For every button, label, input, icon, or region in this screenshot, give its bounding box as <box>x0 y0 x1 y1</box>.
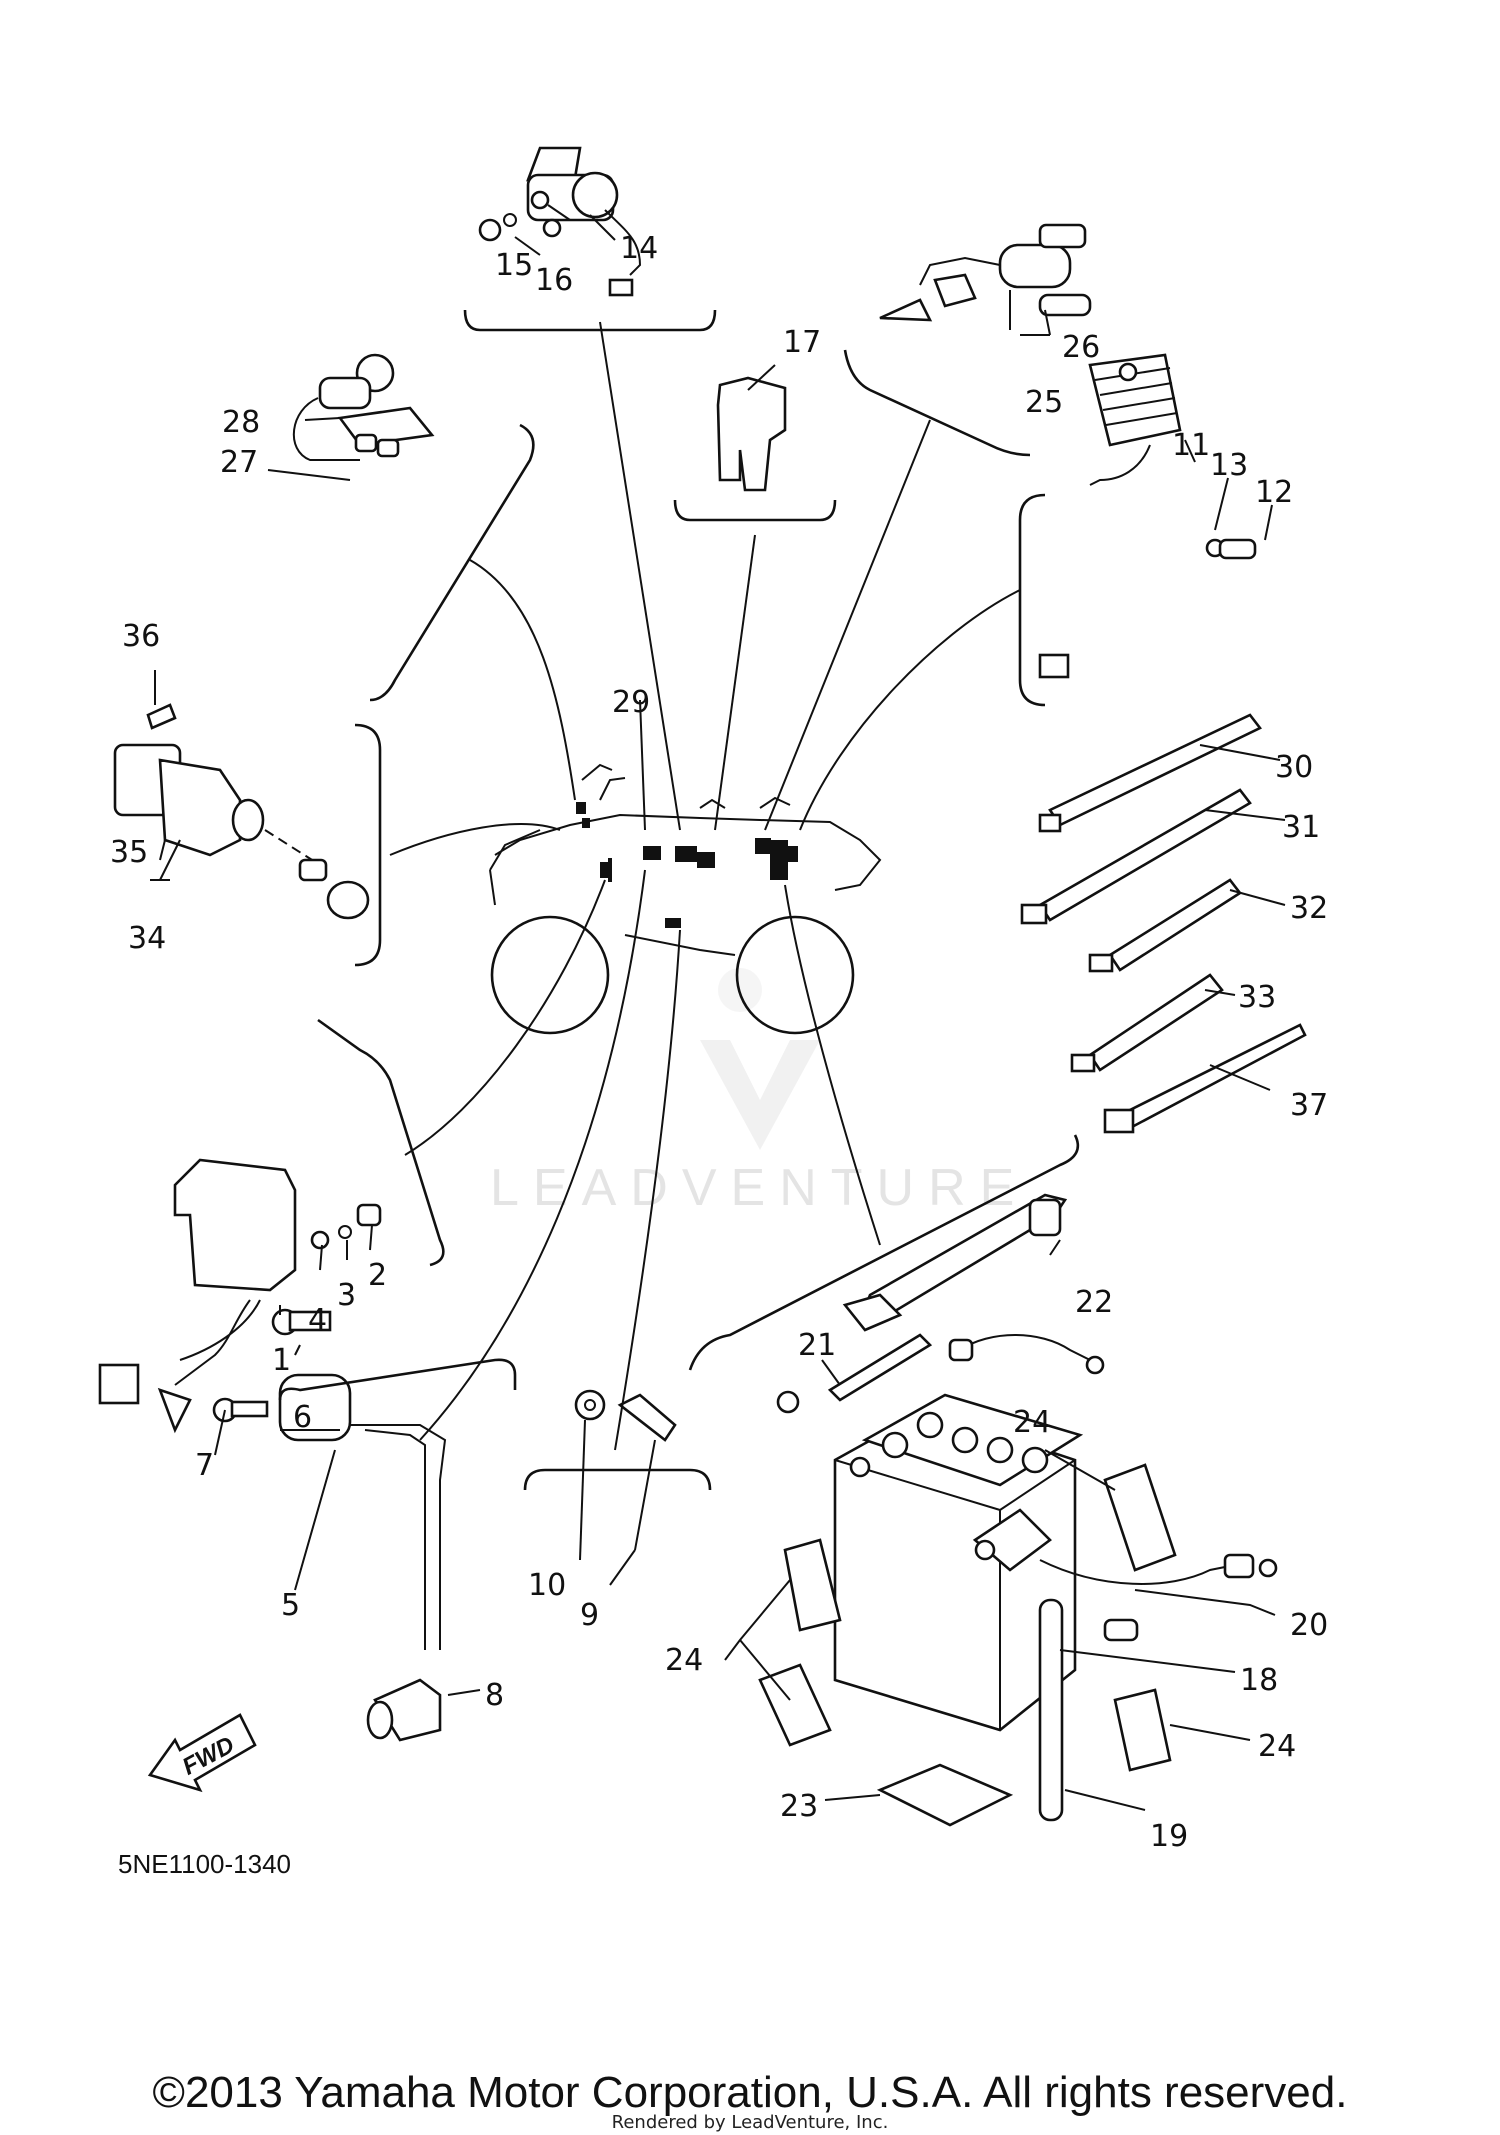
group-bracket-9 <box>523 1468 712 1491</box>
callout-24-right: 24 <box>1258 1729 1296 1764</box>
neutral-switch-part-9 <box>574 1389 677 1442</box>
switch-part-34 <box>113 703 370 920</box>
callout-31: 31 <box>1282 810 1320 845</box>
group-bracket-battery <box>688 1134 1080 1371</box>
cdi-unit-part-1 <box>98 1158 382 1434</box>
callout-20: 20 <box>1290 1608 1328 1643</box>
copyright-notice: ©2013 Yamaha Motor Corporation, U.S.A. A… <box>152 2068 1348 2117</box>
callout-25: 25 <box>1025 385 1063 420</box>
callout-8: 8 <box>485 1678 504 1713</box>
group-bracket-34 <box>354 723 382 967</box>
callout-14: 14 <box>620 231 658 266</box>
callout-6: 6 <box>293 1400 312 1435</box>
group-bracket-17 <box>673 499 837 522</box>
rectifier-part-11 <box>1038 353 1257 679</box>
callout-33: 33 <box>1238 980 1276 1015</box>
callout-32: 32 <box>1290 891 1328 926</box>
callout-23: 23 <box>780 1789 818 1824</box>
pad-part-23 <box>876 1763 1014 1827</box>
cover-part-17 <box>716 376 787 492</box>
vehicle-component-markers <box>576 763 798 928</box>
callout-26: 26 <box>1062 330 1100 365</box>
callout-1: 1 <box>272 1343 291 1378</box>
callout-37: 37 <box>1290 1088 1328 1123</box>
callout-24-top: 24 <box>1013 1405 1051 1440</box>
callout-36: 36 <box>122 619 160 654</box>
callout-3: 3 <box>337 1278 356 1313</box>
callout-18: 18 <box>1240 1663 1278 1698</box>
group-bracket-11 <box>1018 493 1046 707</box>
callout-34: 34 <box>128 921 166 956</box>
callout-15: 15 <box>495 248 533 283</box>
callout-9: 9 <box>580 1598 599 1633</box>
callout-12: 12 <box>1255 475 1293 510</box>
cable-ties <box>1020 713 1307 1134</box>
callout-7: 7 <box>195 1448 214 1483</box>
sensor-part-27 <box>292 353 435 461</box>
forward-arrow-icon <box>147 1713 257 1793</box>
starter-relay-part-25 <box>879 223 1092 322</box>
callout-16: 16 <box>535 263 573 298</box>
battery-part-18 <box>833 1393 1084 1732</box>
callout-35: 35 <box>110 835 148 870</box>
group-bracket-1 <box>317 1018 445 1267</box>
callout-29: 29 <box>612 685 650 720</box>
relay-part-5 <box>212 1308 447 1742</box>
callout-22: 22 <box>1075 1285 1113 1320</box>
callout-5: 5 <box>281 1588 300 1623</box>
watermark-text: LEADVENTURE <box>490 1159 1028 1217</box>
group-bracket-25 <box>843 349 1031 457</box>
callout-24-left: 24 <box>665 1643 703 1678</box>
callout-27: 27 <box>220 445 258 480</box>
diagram-code: 5NE1100-1340 <box>118 1849 291 1879</box>
group-bracket-27 <box>369 423 535 702</box>
relay-part-14 <box>478 146 642 297</box>
callout-21: 21 <box>798 1328 836 1363</box>
battery-lead-part-21 <box>776 1333 1105 1414</box>
vehicle-outline <box>489 777 882 1035</box>
watermark-logo <box>700 968 820 1150</box>
callout-28: 28 <box>222 405 260 440</box>
vent-hose-part-19 <box>1038 1598 1064 1822</box>
callout-4: 4 <box>308 1303 327 1338</box>
callout-10: 10 <box>528 1568 566 1603</box>
callout-30: 30 <box>1275 750 1313 785</box>
group-bracket-5 <box>278 1358 517 1401</box>
group-bracket-top <box>463 309 717 332</box>
callout-numbers: 1 2 3 4 5 6 7 8 9 10 11 12 13 14 15 16 1… <box>110 231 1328 1854</box>
battery-strap-part-22 <box>842 1193 1068 1332</box>
cable-part-20 <box>1039 1553 1278 1642</box>
rendered-by-notice: Rendered by LeadVenture, Inc. <box>611 2112 889 2133</box>
callout-13: 13 <box>1210 448 1248 483</box>
callout-11: 11 <box>1172 428 1210 463</box>
leader-lines <box>150 204 1286 1811</box>
callout-19: 19 <box>1150 1819 1188 1854</box>
callout-2: 2 <box>368 1258 387 1293</box>
callout-17: 17 <box>783 325 821 360</box>
